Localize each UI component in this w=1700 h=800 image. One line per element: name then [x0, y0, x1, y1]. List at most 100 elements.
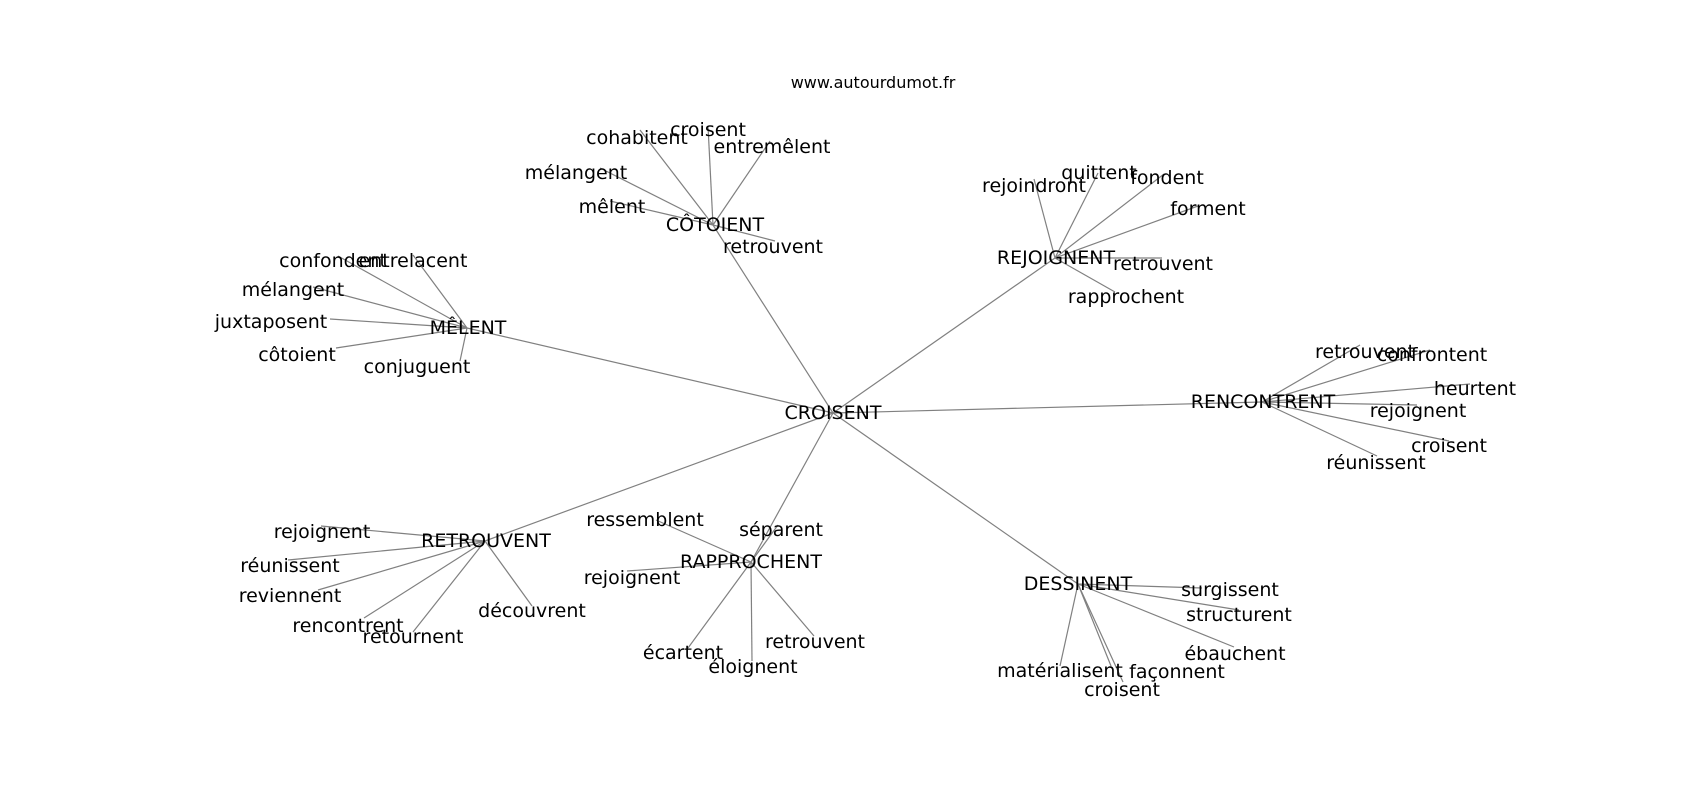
edge-cotoient-leaf [639, 129, 714, 226]
edge-dessinent-leaf [1077, 583, 1203, 589]
leaf-node[interactable]: rejoindront [982, 175, 1086, 197]
leaf-node[interactable]: réunissent [1326, 452, 1425, 474]
leaf-node[interactable]: mélangent [525, 162, 627, 184]
leaf-node[interactable]: structurent [1186, 604, 1292, 626]
edge-melent-leaf [335, 327, 468, 349]
edge-dessinent-leaf [1077, 583, 1112, 667]
leaf-node[interactable]: entrelacent [359, 250, 468, 272]
edge-rapprochent-leaf [750, 561, 753, 662]
leaf-node[interactable]: retrouvent [765, 631, 865, 653]
edge-melent-leaf [412, 254, 468, 329]
edge-cotoient-leaf [599, 167, 714, 226]
leaf-node[interactable]: entremêlent [714, 136, 831, 158]
edge-melent-leaf [459, 327, 468, 362]
edge-rapprochent-leaf [750, 524, 779, 563]
leaf-node[interactable]: forment [1170, 198, 1245, 220]
hub-node-retrouvent[interactable]: RETROUVENT [421, 530, 551, 552]
leaf-node[interactable]: ébauchent [1184, 643, 1285, 665]
site-watermark: www.autourdumot.fr [791, 73, 956, 92]
leaf-node[interactable]: retournent [363, 626, 464, 648]
edge-rencontrent-leaf [1261, 401, 1418, 406]
leaf-node[interactable]: rejoignent [1370, 400, 1467, 422]
hub-node-melent[interactable]: MÊLENT [430, 316, 507, 339]
edge-rencontrent-leaf [1261, 344, 1361, 403]
graph-edges [287, 125, 1471, 683]
edge-root-melent [466, 327, 834, 414]
hub-node-rencontrent[interactable]: RENCONTRENT [1191, 391, 1336, 413]
hub-node-cotoient[interactable]: CÔTOIENT [666, 212, 765, 236]
edge-root-rapprochent [750, 412, 834, 563]
edge-retrouvent-leaf [363, 540, 486, 619]
edge-dessinent-leaf [1059, 583, 1079, 667]
edge-rencontrent-leaf [1261, 383, 1471, 403]
edge-melent-leaf [312, 286, 468, 329]
leaf-node[interactable]: rejoignent [274, 521, 371, 543]
leaf-node[interactable]: séparent [739, 519, 823, 541]
edge-cotoient-leaf [712, 140, 771, 226]
edge-root-rencontrent [832, 401, 1263, 414]
leaf-node[interactable]: cohabitent [586, 127, 688, 149]
leaf-node[interactable]: retrouvent [723, 236, 823, 258]
edge-rapprochent-leaf [626, 561, 752, 572]
edge-rapprochent-leaf [687, 561, 752, 649]
edge-rejoignent-leaf [1054, 173, 1165, 259]
edge-root-retrouvent [484, 412, 834, 542]
edge-dessinent-leaf [1077, 583, 1240, 611]
leaf-node[interactable]: confrontent [1377, 344, 1488, 366]
leaf-node[interactable]: confondent [279, 250, 387, 272]
leaf-node[interactable]: éloignent [708, 656, 797, 678]
edge-dessinent-leaf [1077, 583, 1124, 683]
hub-node-dessinent[interactable]: DESSINENT [1024, 573, 1133, 595]
leaf-node[interactable]: croisent [670, 119, 746, 141]
leaf-node[interactable]: découvrent [478, 600, 586, 622]
hub-node-rapprochent[interactable]: RAPPROCHENT [680, 551, 822, 573]
edge-cotoient-leaf [712, 224, 776, 242]
edge-dessinent-leaf [1077, 583, 1235, 648]
edge-rejoignent-leaf [1054, 257, 1116, 293]
edge-rencontrent-leaf [1261, 349, 1431, 403]
edge-rejoignent-leaf [1054, 205, 1199, 259]
edge-root-rejoignent [832, 257, 1056, 414]
edge-rejoignent-leaf [1033, 178, 1056, 259]
leaf-node[interactable]: fondent [1130, 167, 1204, 189]
graph-labels: www.autourdumot.fr CROISENT CÔTOIENT cohab… [214, 73, 1516, 701]
edge-root-dessinent [832, 412, 1079, 585]
leaf-node[interactable]: reviennent [239, 585, 342, 607]
edge-root-cotoient [712, 224, 834, 414]
edge-retrouvent-leaf [287, 540, 486, 561]
leaf-node[interactable]: façonnent [1129, 661, 1225, 683]
edge-retrouvent-leaf [320, 525, 486, 542]
edge-retrouvent-leaf [412, 540, 486, 633]
edge-rencontrent-leaf [1261, 401, 1378, 457]
leaf-node[interactable]: mêlent [579, 196, 646, 218]
leaf-node[interactable]: conjuguent [364, 356, 471, 378]
edge-cotoient-leaf [707, 125, 714, 226]
leaf-node[interactable]: rencontrent [292, 615, 403, 637]
leaf-node[interactable]: ressemblent [586, 509, 704, 531]
hub-node-rejoignent[interactable]: REJOIGNENT [997, 247, 1116, 269]
edge-rapprochent-leaf [750, 561, 815, 637]
leaf-node[interactable]: rejoignent [584, 567, 681, 589]
leaf-node[interactable]: mélangent [242, 279, 344, 301]
edge-retrouvent-leaf [317, 540, 486, 591]
leaf-node[interactable]: retrouvent [1315, 341, 1415, 363]
edge-retrouvent-leaf [484, 540, 533, 607]
leaf-node[interactable]: quittent [1061, 162, 1136, 184]
edge-melent-leaf [337, 255, 468, 329]
edge-cotoient-leaf [609, 200, 714, 226]
leaf-node[interactable]: croisent [1411, 435, 1487, 457]
leaf-node[interactable]: matérialisent [997, 660, 1123, 682]
leaf-node[interactable]: rapprochent [1068, 286, 1184, 308]
edge-rejoignent-leaf [1054, 172, 1099, 259]
leaf-node[interactable]: surgissent [1181, 579, 1279, 601]
root-node[interactable]: CROISENT [785, 402, 882, 424]
leaf-node[interactable]: retrouvent [1113, 253, 1213, 275]
leaf-node[interactable]: croisent [1084, 679, 1160, 701]
leaf-node[interactable]: juxtaposent [214, 311, 327, 333]
leaf-node[interactable]: réunissent [240, 555, 339, 577]
edge-melent-leaf [329, 318, 468, 329]
leaf-node[interactable]: écartent [643, 642, 723, 664]
leaf-node[interactable]: heurtent [1434, 378, 1516, 400]
leaf-node[interactable]: côtoient [258, 344, 336, 366]
